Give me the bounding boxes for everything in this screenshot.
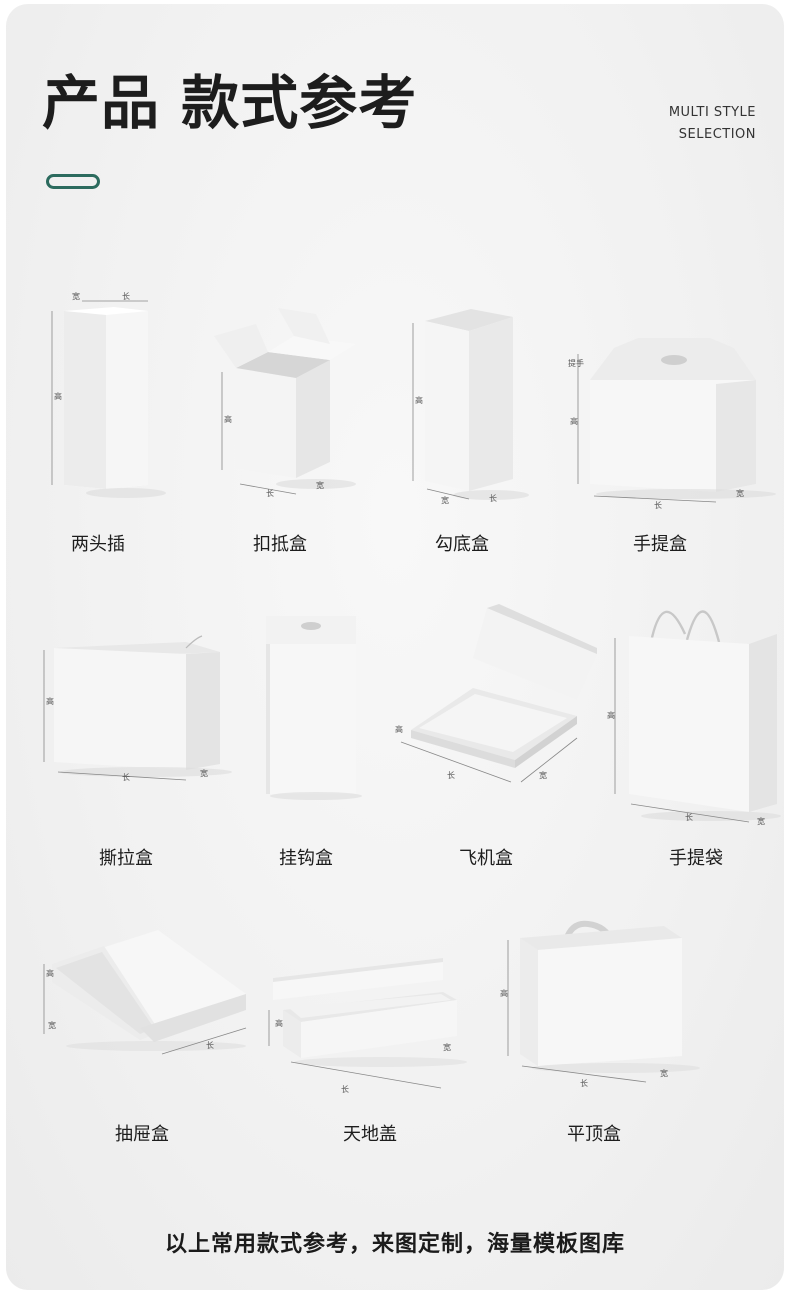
dim-height-2: 高	[224, 414, 232, 424]
accent-pill	[46, 174, 100, 189]
subtitle-line-2: SELECTION	[678, 127, 756, 142]
dim-length-8: 长	[685, 812, 693, 822]
dim-length-5: 长	[122, 772, 130, 782]
product-image-goudihe: 高 宽 长	[412, 309, 529, 505]
dim-width-5: 宽	[200, 768, 208, 778]
dim-height-7: 高	[395, 724, 403, 734]
product-image-liangtoucha: 宽 长 高	[51, 291, 166, 498]
product-label-guagouhe: 挂钩盒	[279, 848, 333, 869]
dim-width-9: 宽	[48, 1020, 56, 1030]
dim-length-2: 长	[266, 488, 274, 498]
dim-height-8: 高	[607, 710, 615, 720]
product-label-pingdinghe: 平顶盒	[567, 1124, 621, 1145]
product-image-shoutidai: 高 长 宽	[607, 610, 781, 826]
product-image-koudihe: 高 长 宽	[214, 308, 356, 498]
dim-height-1: 高	[54, 391, 62, 401]
product-image-guagouhe	[266, 616, 362, 800]
dim-height-5: 高	[46, 696, 54, 706]
dim-width-1: 宽	[72, 291, 80, 301]
product-label-shoutihe: 手提盒	[633, 534, 687, 555]
product-image-pingdinghe: 高 长 宽	[500, 920, 700, 1088]
dim-length-3: 长	[489, 493, 497, 503]
product-image-tiandigai: 高 长 宽	[268, 958, 467, 1094]
product-label-goudihe: 勾底盒	[435, 534, 489, 555]
product-image-feijihe: 高 长 宽	[395, 604, 597, 783]
dim-width-10: 宽	[443, 1042, 451, 1052]
dim-height-4: 高	[570, 416, 578, 426]
product-image-silahe: 高 长 宽	[43, 635, 232, 782]
dim-width-3: 宽	[441, 495, 449, 505]
product-label-liangtoucha: 两头插	[71, 534, 125, 555]
dim-length-1: 长	[122, 291, 130, 301]
product-label-tiandigai: 天地盖	[343, 1124, 397, 1145]
dim-height-3: 高	[415, 395, 423, 405]
dim-width-2: 宽	[316, 480, 324, 490]
product-label-chouti: 抽屉盒	[115, 1124, 169, 1145]
dim-length-11: 长	[580, 1078, 588, 1088]
subtitle-line-1: MULTI STYLE	[668, 105, 756, 120]
product-label-silahe: 撕拉盒	[99, 848, 153, 869]
dim-height-10: 高	[275, 1018, 283, 1028]
dim-handle-4: 提手	[568, 358, 584, 368]
dim-height-9: 高	[46, 968, 54, 978]
dim-length-10: 长	[341, 1084, 349, 1094]
product-image-chouti: 高 宽 长	[43, 930, 247, 1055]
dim-width-8: 宽	[757, 816, 765, 826]
product-label-feijihe: 飞机盒	[459, 848, 513, 869]
product-label-shoutidai: 手提袋	[669, 848, 723, 869]
page-subtitle: MULTI STYLE SELECTION	[669, 102, 756, 146]
dim-length-9: 长	[206, 1040, 214, 1050]
product-image-shoutihe: 提手 高 长 宽	[568, 338, 776, 510]
dim-width-11: 宽	[660, 1068, 668, 1078]
dim-width-7: 宽	[539, 770, 547, 780]
page-title: 产品 款式参考	[42, 69, 418, 137]
dim-length-7: 长	[447, 770, 455, 780]
dim-height-11: 高	[500, 988, 508, 998]
dim-width-4: 宽	[736, 488, 744, 498]
product-label-koudihe: 扣抵盒	[253, 534, 307, 555]
dim-length-4: 长	[654, 500, 662, 510]
footer-note: 以上常用款式参考，来图定制，海量模板图库	[164, 1232, 625, 1257]
page-card: 产品 款式参考 MULTI STYLE SELECTION 宽 长 高 两头插 …	[6, 4, 784, 1290]
